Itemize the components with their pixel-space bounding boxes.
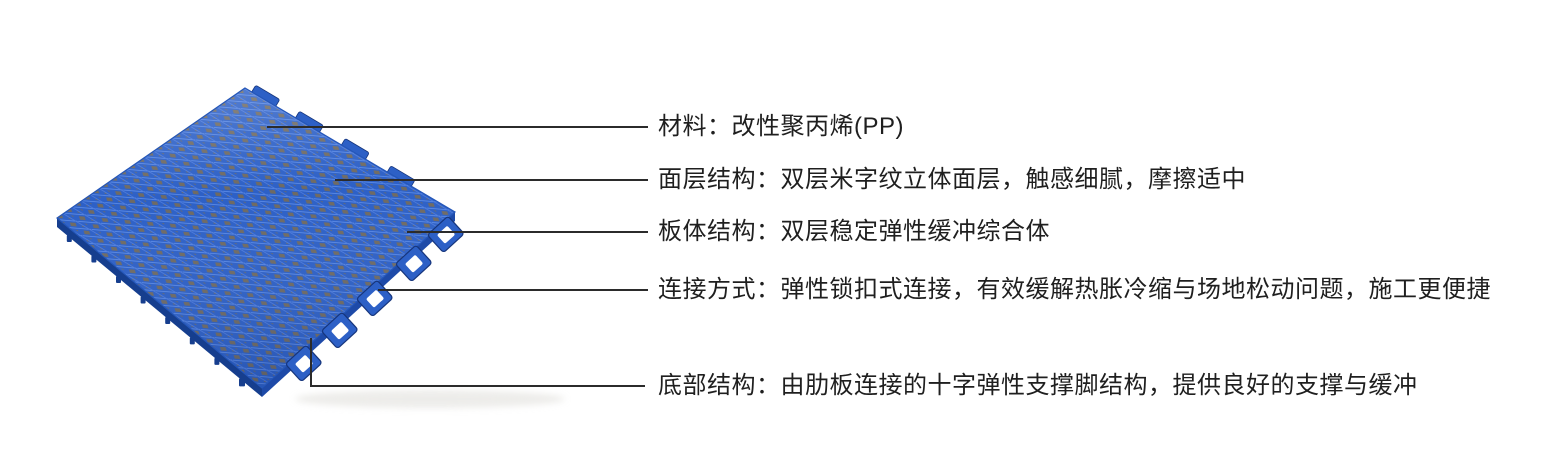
annotation-label-material: 材料：改性聚丙烯(PP) (658, 113, 904, 140)
tile-surface-outline (56, 87, 457, 389)
annotation-label-bottom: 底部结构：由肋板连接的十字弹性支撑脚结构，提供良好的支撑与缓冲 (658, 372, 1418, 399)
annotation-label-board: 板体结构：双层稳定弹性缓冲综合体 (658, 218, 1050, 245)
annotation-label-connection: 连接方式：弹性锁扣式连接，有效缓解热胀冷缩与场地松动问题，施工更便捷 (658, 276, 1491, 303)
tile-shadow (295, 390, 565, 408)
leader-lines (267, 126, 648, 387)
connector-loop (395, 245, 432, 282)
tile-surface-shading (57, 88, 455, 388)
support-feet (66, 235, 245, 387)
top-edge-connector-bumps (250, 85, 415, 190)
connector-loop (321, 312, 358, 349)
annotation-label-surface: 面层结构：双层米字纹立体面层，触感细腻，摩擦适中 (658, 166, 1246, 193)
tile-edge-face-left (57, 218, 262, 397)
leader-line-bottom (310, 338, 645, 387)
connector-loop (427, 216, 464, 253)
